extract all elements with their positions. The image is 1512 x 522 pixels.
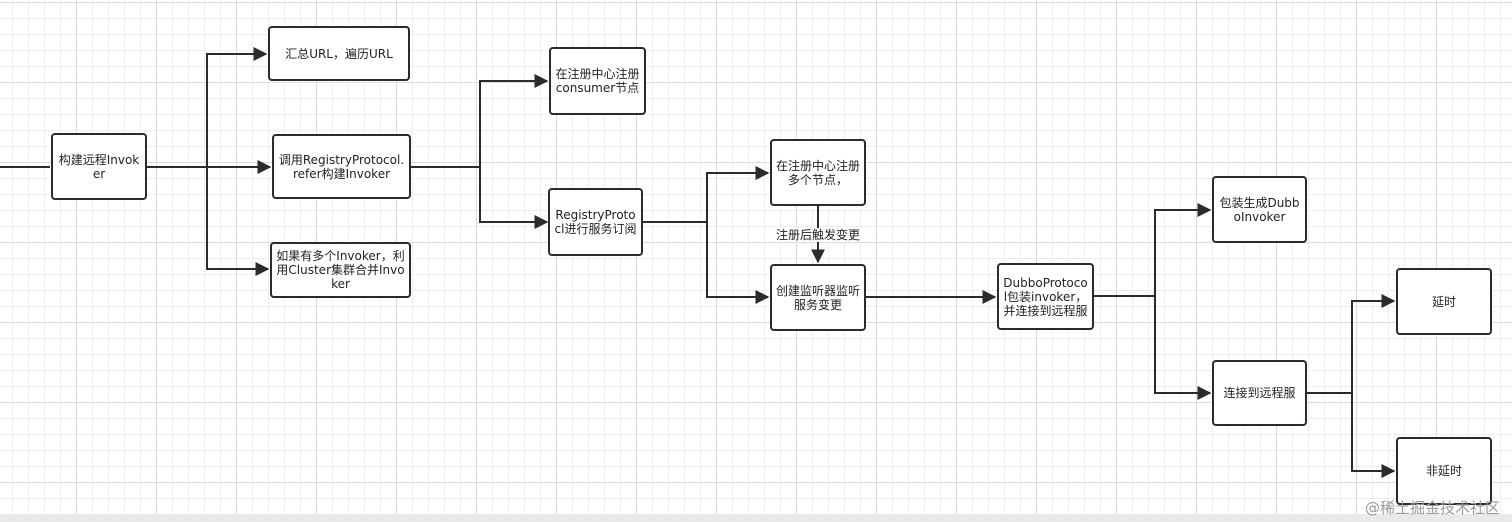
node-delay[interactable]: 延时: [1396, 268, 1492, 335]
connector-refer-to-subscribe: [479, 167, 549, 229]
node-collect-url[interactable]: 汇总URL，遍历URL: [268, 26, 410, 81]
connector-build-to-cluster: [206, 167, 270, 276]
node-build-invoker[interactable]: 构建远程Invoker: [51, 133, 147, 200]
connector-subscribe-to-listener: [706, 222, 770, 304]
node-register-consumer[interactable]: 在注册中心注册consumer节点: [549, 47, 646, 115]
connector-refer-to-register: [411, 74, 549, 168]
connector-dubbo-to-gen: [1094, 203, 1212, 297]
node-connect-remote[interactable]: 连接到远程服: [1212, 360, 1307, 426]
connector-build-to-collect: [147, 47, 268, 168]
node-create-listener[interactable]: 创建监听器监听服务变更: [770, 264, 866, 331]
node-gen-dubbo-invoker[interactable]: 包装生成DubboInvoker: [1212, 176, 1307, 243]
watermark-text: @稀土掘金技术社区: [1364, 499, 1500, 517]
node-dubbo-wrap[interactable]: DubboProtocol包装invoker，并连接到远程服: [997, 263, 1094, 330]
node-no-delay[interactable]: 非延时: [1396, 437, 1492, 505]
node-subscribe[interactable]: RegistryProtocl进行服务订阅: [548, 188, 643, 256]
node-call-refer[interactable]: 调用RegistryProtocol.refer构建Invoker: [272, 134, 411, 199]
node-register-multi[interactable]: 在注册中心注册多个节点，: [770, 139, 866, 206]
connector-dubbo-to-connect: [1154, 296, 1212, 400]
connector-connect-to-delay: [1307, 294, 1396, 394]
edge-label-trigger-change: 注册后触发变更: [774, 228, 863, 242]
connector-subscribe-to-multi: [643, 166, 770, 223]
bottom-scroll-strip: [0, 514, 1512, 522]
node-cluster-merge[interactable]: 如果有多个Invoker，利用Cluster集群合并Invoker: [270, 242, 411, 298]
connector-connect-to-nodelay: [1351, 393, 1396, 478]
